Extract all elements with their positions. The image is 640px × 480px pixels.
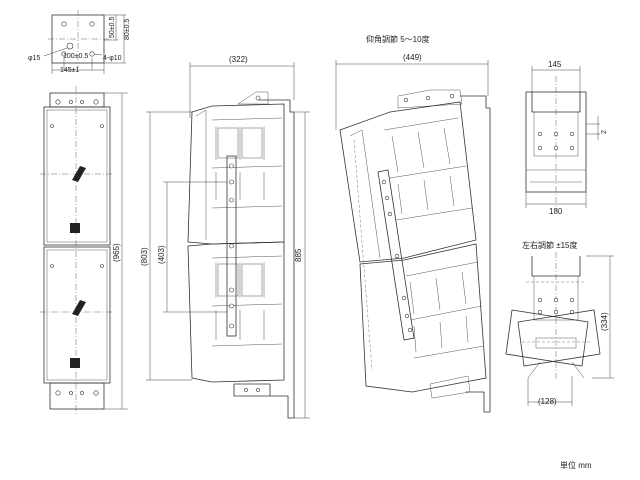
dim-128-label: (128): [538, 397, 557, 406]
mounting-plate-detail: 50±0.5 80±0.5 100±0.5 φ15 145±1 4-φ10: [28, 10, 131, 74]
top-view: 145 2 180: [525, 60, 608, 216]
dim-403-label: (403): [157, 245, 166, 264]
side-lower-cabinet: [187, 241, 285, 383]
logo-mark-upper: [72, 166, 86, 182]
dim-phi15-label: φ15: [28, 55, 40, 62]
dim-4phi10-label: 4-φ10: [103, 55, 122, 62]
tilt-upper-cabinet: [339, 101, 477, 263]
label-plate-upper: [70, 223, 80, 233]
pan-cabinet-left: [505, 309, 589, 367]
tilt-view-title: 仰角調節 5〜10度: [366, 34, 430, 44]
wall-bracket: [258, 99, 295, 419]
logo-mark-lower: [72, 300, 86, 316]
center-hole: [66, 42, 74, 50]
top-view-outline: [525, 91, 587, 193]
side-view: (322) (803) (403): [140, 55, 310, 419]
pan-view: 左右調節 ±15度 (334) (128): [505, 240, 614, 406]
unit-label: 単位 mm: [560, 460, 592, 470]
front-view: (965): [40, 86, 128, 414]
label-plate-lower: [70, 358, 80, 368]
tilt-lower-cabinet: [359, 243, 487, 393]
tilt-wall-bracket: [460, 95, 491, 413]
dim-965-label: (965): [112, 243, 121, 262]
dim-50-label: 50±0.5: [109, 17, 116, 38]
pan-view-title: 左右調節 ±15度: [522, 240, 578, 250]
dim-145-label: 145±1: [60, 67, 80, 74]
dim-449-label: (449): [403, 53, 422, 62]
tilt-view: 仰角調節 5〜10度 (449): [335, 34, 491, 413]
dim-80-label: 80±0.5: [124, 19, 131, 40]
pan-view-bracket: [531, 256, 581, 277]
dim-803-label: (803): [140, 247, 149, 266]
dim-180-label: 180: [549, 207, 563, 216]
dim-top-145-label: 145: [548, 60, 562, 69]
dim-322-label: (322): [229, 55, 248, 64]
front-upper-cabinet: [43, 106, 111, 246]
side-mount-rail: [226, 155, 237, 337]
tilt-mount-rail: [377, 169, 415, 341]
dim-100-label: 100±0.5: [63, 53, 88, 60]
pan-cabinet-right: [517, 309, 601, 367]
dim-885-label: 885: [294, 248, 303, 262]
front-bottom-bracket: [49, 382, 105, 410]
dim-334-label: (334): [600, 312, 609, 331]
dim-2-label: 2: [601, 130, 608, 134]
top-view-bracket: [531, 92, 581, 113]
